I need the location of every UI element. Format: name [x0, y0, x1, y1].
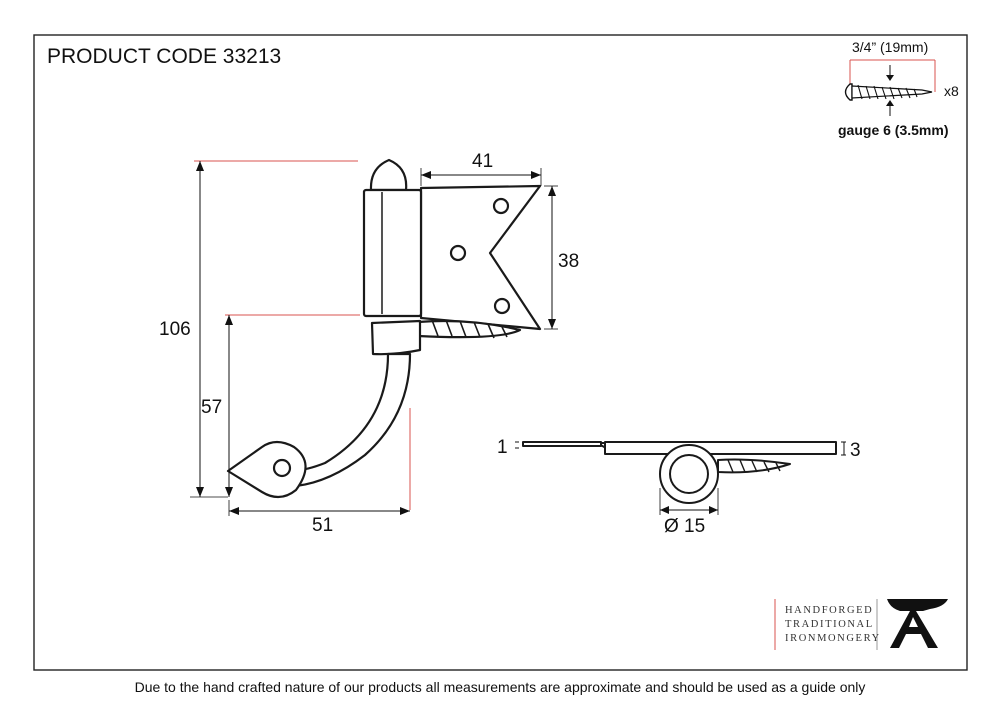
brand-block: HANDFORGED TRADITIONAL IRONMONGERY: [774, 599, 948, 650]
hinge-plate: [419, 184, 542, 331]
dim-diameter: Ø 15: [664, 516, 705, 537]
hinge-front-view: [226, 158, 542, 499]
product-code-title: PRODUCT CODE 33213: [47, 45, 281, 68]
dim-side-thickness: 3: [850, 440, 861, 461]
front-view-dimensions: 106 57 51 41 38: [159, 151, 579, 536]
pintle-arm: [288, 352, 412, 488]
hinge-barrel: [362, 188, 423, 318]
screw-gauge-label: gauge 6 (3.5mm): [838, 122, 948, 138]
hook-collar: [370, 319, 422, 356]
hinge-side-view: [522, 441, 837, 504]
dim-total-height: 106: [159, 319, 191, 340]
screw-illustration: 3/4” (19mm) x8 gauge 6 (3.5mm): [838, 39, 959, 138]
dim-plate-height: 38: [558, 251, 579, 272]
brand-line-1: HANDFORGED: [785, 605, 873, 616]
screw-quantity-label: x8: [944, 83, 959, 99]
sheet-border: [33, 34, 968, 671]
brand-line-2: TRADITIONAL: [785, 619, 874, 630]
screw-length-label: 3/4” (19mm): [852, 39, 928, 55]
twisted-tail: [416, 319, 522, 339]
hinge-knuckle-finial: [369, 158, 408, 192]
anvil-logo-icon: [887, 599, 948, 648]
brand-line-3: IRONMONGERY: [785, 633, 881, 644]
dim-plate-width: 41: [472, 151, 493, 172]
side-view-dimensions: 1 3 Ø 15: [497, 437, 861, 537]
dim-plate-thickness: 1: [497, 437, 508, 458]
leaf-bracket: [226, 440, 307, 499]
disclaimer-text: Due to the hand crafted nature of our pr…: [134, 679, 866, 695]
dim-hook-width: 51: [312, 515, 333, 536]
dim-lower-height: 57: [201, 397, 222, 418]
